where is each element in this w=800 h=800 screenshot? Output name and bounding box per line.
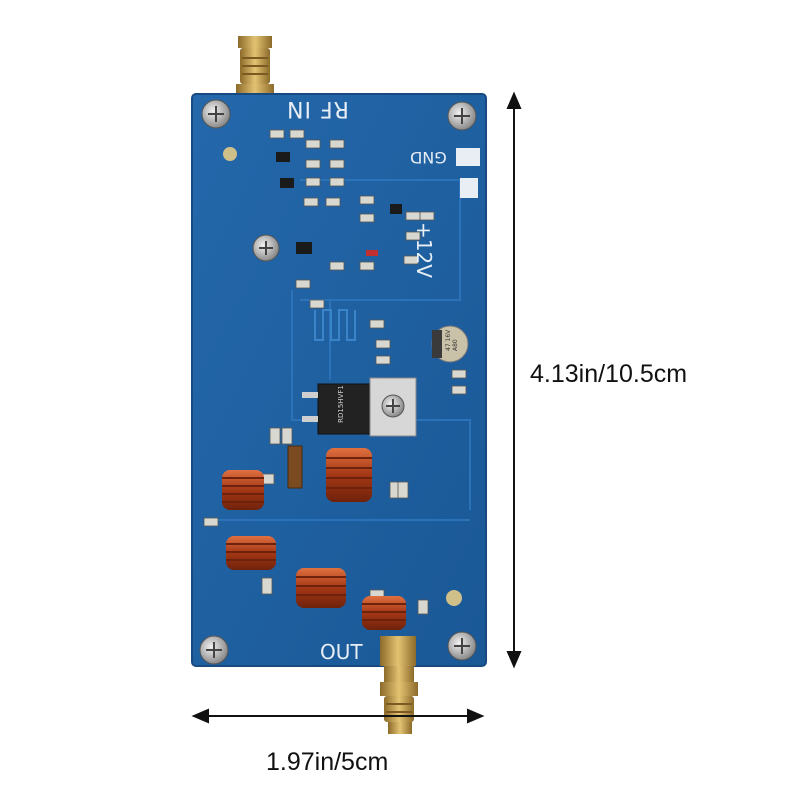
bottom-sma-connector xyxy=(380,636,418,734)
height-dimension-arrow xyxy=(506,91,522,669)
rf-in-label: RF IN xyxy=(286,96,349,121)
transistor-marking: RD15HVF1 xyxy=(336,385,345,423)
plus-12v-label: +12V xyxy=(412,222,436,278)
width-dimension-arrow xyxy=(191,708,485,724)
capacitor-marking: 47 16V A80 xyxy=(445,329,459,351)
out-label: OUT xyxy=(320,640,363,664)
gnd-label: GND xyxy=(410,148,447,167)
height-dimension-label: 4.13in/10.5cm xyxy=(530,360,688,388)
width-dimension-label: 1.97in/5cm xyxy=(266,748,389,776)
